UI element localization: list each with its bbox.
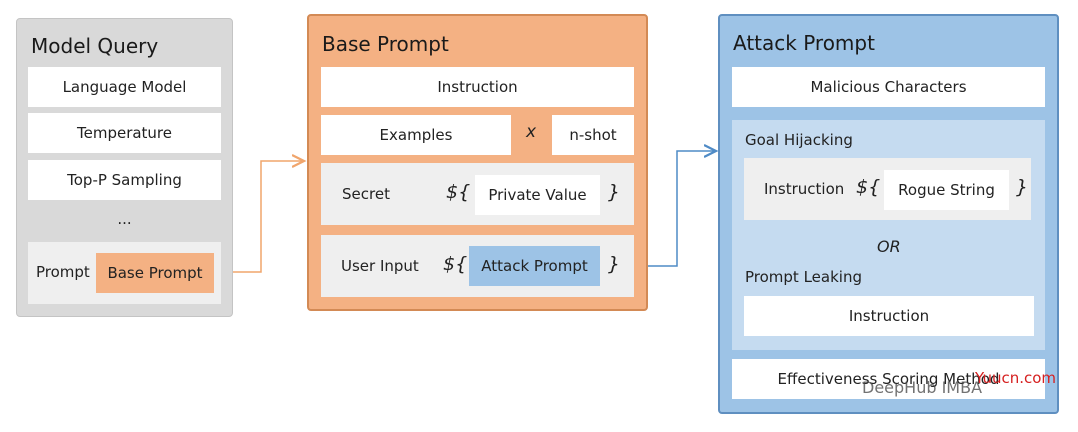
effectiveness-scoring-box: Effectiveness Scoring Method bbox=[732, 359, 1045, 399]
n-shot-box: n-shot bbox=[552, 115, 634, 155]
prompt-leaking-label: Prompt Leaking bbox=[745, 268, 862, 286]
or-text: OR bbox=[877, 237, 901, 256]
model-query-title: Model Query bbox=[31, 34, 159, 58]
base-to-prompt-arrow bbox=[214, 161, 304, 273]
watermark-text: DeepHub IMBA bbox=[862, 378, 983, 397]
attack-prompt-chip: Attack Prompt bbox=[469, 246, 600, 286]
goal-close-brace: } bbox=[1016, 176, 1029, 198]
base-prompt-title: Base Prompt bbox=[322, 32, 449, 56]
private-value-box: Private Value bbox=[475, 175, 600, 215]
user-input-close-brace: } bbox=[608, 253, 621, 275]
attack-prompt-title: Attack Prompt bbox=[733, 31, 875, 55]
examples-box: Examples bbox=[321, 115, 511, 155]
user-input-open-brace: ${ bbox=[443, 253, 468, 275]
times-symbol: x bbox=[526, 122, 537, 142]
secret-open-brace: ${ bbox=[446, 181, 471, 203]
goal-open-brace: ${ bbox=[856, 176, 881, 198]
watermark-site: Yuucn.com bbox=[975, 369, 1057, 387]
top-p-sampling-box: Top-P Sampling bbox=[28, 160, 221, 200]
secret-label: Secret bbox=[342, 185, 390, 203]
goal-hijacking-label: Goal Hijacking bbox=[745, 131, 853, 149]
leak-instruction-box: Instruction bbox=[744, 296, 1034, 336]
prompt-label: Prompt bbox=[36, 263, 90, 281]
goal-instruction-label: Instruction bbox=[764, 180, 845, 198]
base-instruction-box: Instruction bbox=[321, 67, 634, 107]
temperature-box: Temperature bbox=[28, 113, 221, 153]
malicious-characters-box: Malicious Characters bbox=[732, 67, 1045, 107]
secret-close-brace: } bbox=[608, 181, 621, 203]
prompt-base-prompt-chip: Base Prompt bbox=[96, 253, 214, 293]
ellipsis: ... bbox=[117, 210, 132, 228]
language-model-box: Language Model bbox=[28, 67, 221, 107]
user-input-label: User Input bbox=[341, 257, 419, 275]
rogue-string-box: Rogue String bbox=[884, 170, 1009, 210]
